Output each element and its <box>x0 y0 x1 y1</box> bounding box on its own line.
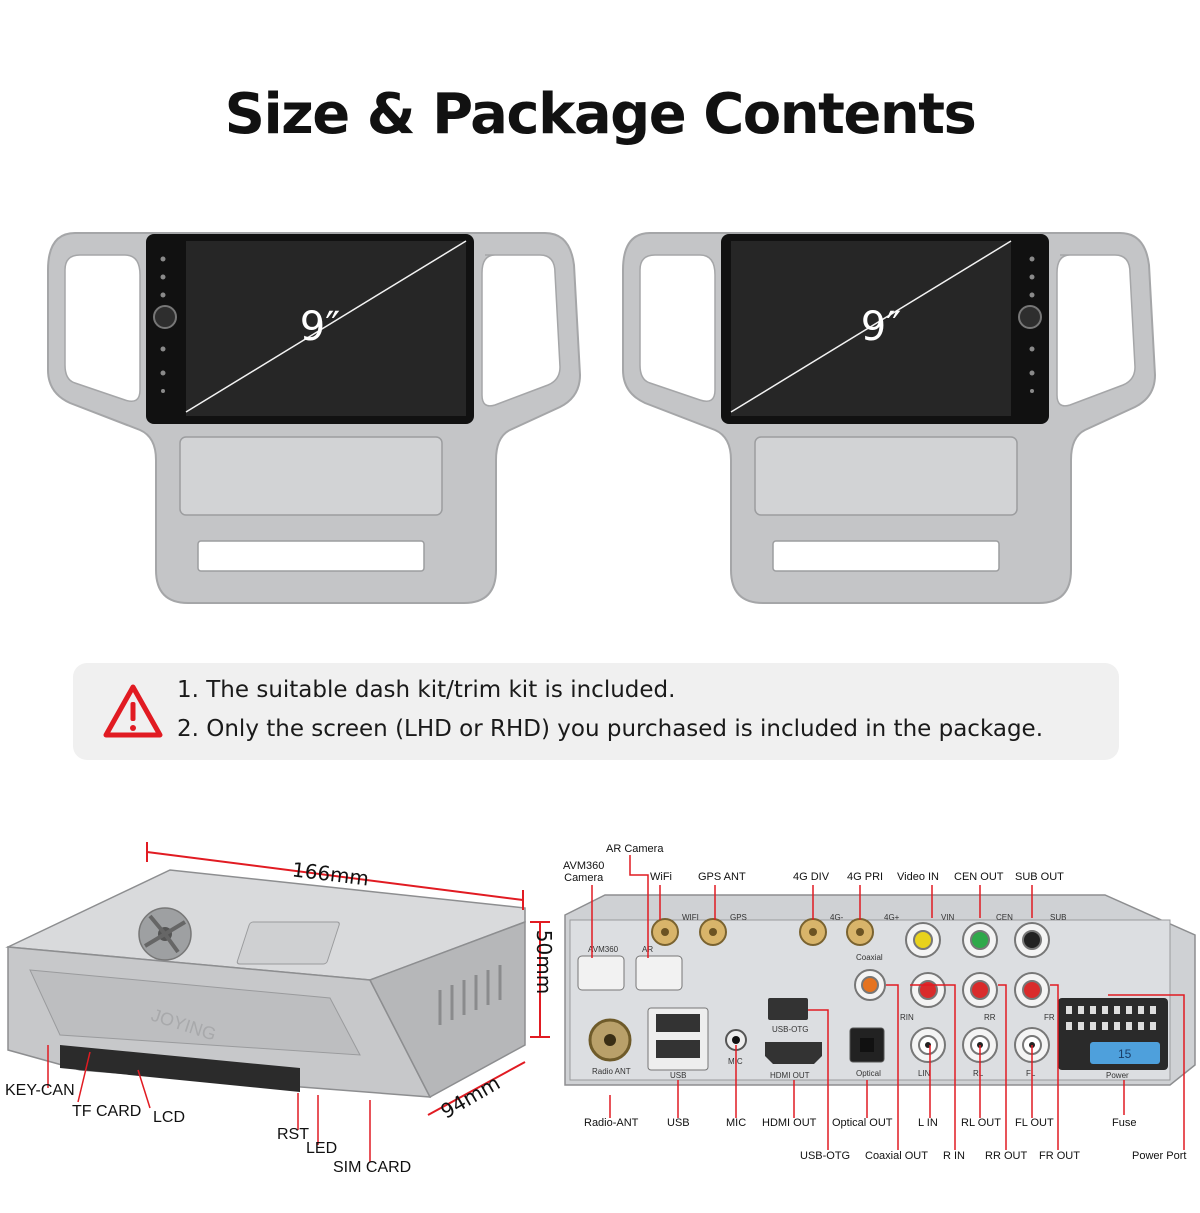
coaxial-out-label: Coaxial OUT <box>865 1150 928 1162</box>
usb-otg-label: USB-OTG <box>800 1150 851 1162</box>
optical-out-label: Optical OUT <box>832 1117 893 1129</box>
panel-mark: RIN <box>900 1013 914 1022</box>
sub-out-label: SUB OUT <box>1015 871 1064 883</box>
notice-line: 2. Only the screen (LHD or RHD) you purc… <box>177 716 1044 742</box>
panel-mark: AVM360 <box>588 945 619 954</box>
mic-label: MIC <box>726 1117 747 1129</box>
panel-mark: RL <box>973 1069 984 1078</box>
panel-mark: FR <box>1044 1013 1055 1022</box>
cen-out-label: CEN OUT <box>954 871 1004 883</box>
key-can-label: KEY-CAN <box>5 1082 75 1099</box>
lcd-label: LCD <box>153 1109 186 1126</box>
fr-out-label: FR OUT <box>1039 1150 1080 1162</box>
wifi-label: WiFi <box>650 871 672 883</box>
led-label: LED <box>306 1140 338 1157</box>
video-in-label: Video IN <box>897 871 939 883</box>
r-in-label: R IN <box>943 1150 965 1162</box>
panel-mark: GPS <box>730 913 747 922</box>
head-unit-image: 9″ <box>622 232 1157 604</box>
l-in-label: L IN <box>918 1117 938 1129</box>
panel-mark: CEN <box>996 913 1013 922</box>
rr-out-label: RR OUT <box>985 1150 1028 1162</box>
panel-mark: USB-OTG <box>772 1025 808 1034</box>
fuse-label: Fuse <box>1112 1117 1137 1129</box>
4g-div-label: 4G DIV <box>793 871 830 883</box>
panel-mark: SUB <box>1050 913 1066 922</box>
4g-pri-label: 4G PRI <box>847 871 884 883</box>
ar-camera-label: AR Camera <box>606 843 664 855</box>
rl-out-label: RL OUT <box>961 1117 1001 1129</box>
panel-mark: USB <box>670 1071 686 1080</box>
head-unit-image: 9″ <box>47 232 582 604</box>
panel-mark: 4G+ <box>884 913 900 922</box>
page-title: Size & Package Contents <box>224 82 977 147</box>
rst-label: RST <box>277 1126 309 1143</box>
panel-mark: VIN <box>941 913 955 922</box>
panel-mark: Optical <box>856 1069 881 1078</box>
hdmi-out-label: HDMI OUT <box>762 1117 817 1129</box>
height-dimension: 50mm <box>532 929 557 995</box>
package-notice: 1. The suitable dash kit/trim kit is inc… <box>73 663 1119 760</box>
screen-size-label: 9″ <box>861 304 901 350</box>
fl-out-label: FL OUT <box>1015 1117 1054 1129</box>
tf-card-label: TF CARD <box>72 1103 142 1120</box>
rear-panel-diagram: AVM360 AR WIFI GPS 4G- 4G+ VIN CEN SUB C… <box>564 894 1196 1086</box>
sim-card-label: SIM CARD <box>333 1159 412 1176</box>
screen-size-label: 9″ <box>300 304 340 350</box>
box-unit-diagram: JOYING <box>5 842 550 1162</box>
panel-mark: WIFI <box>682 913 699 922</box>
fuse-value: 15 <box>1118 1047 1132 1061</box>
usb-label: USB <box>667 1117 690 1129</box>
panel-mark: RR <box>984 1013 996 1022</box>
panel-mark: Power <box>1106 1071 1129 1080</box>
radio-ant-label: Radio-ANT <box>584 1117 639 1129</box>
warning-triangle-icon <box>103 684 163 738</box>
avm360-camera-label: AVM360 Camera <box>563 860 605 884</box>
panel-mark: 4G- <box>830 913 844 922</box>
power-port-label: Power Port <box>1132 1150 1187 1162</box>
panel-mark: Radio ANT <box>592 1067 631 1076</box>
gps-ant-label: GPS ANT <box>698 871 746 883</box>
panel-mark: Coaxial <box>856 953 883 962</box>
notice-line: 1. The suitable dash kit/trim kit is inc… <box>177 677 676 703</box>
panel-mark: FL <box>1026 1069 1036 1078</box>
panel-mark: HDMI OUT <box>770 1071 810 1080</box>
panel-mark: LIN <box>918 1069 931 1078</box>
